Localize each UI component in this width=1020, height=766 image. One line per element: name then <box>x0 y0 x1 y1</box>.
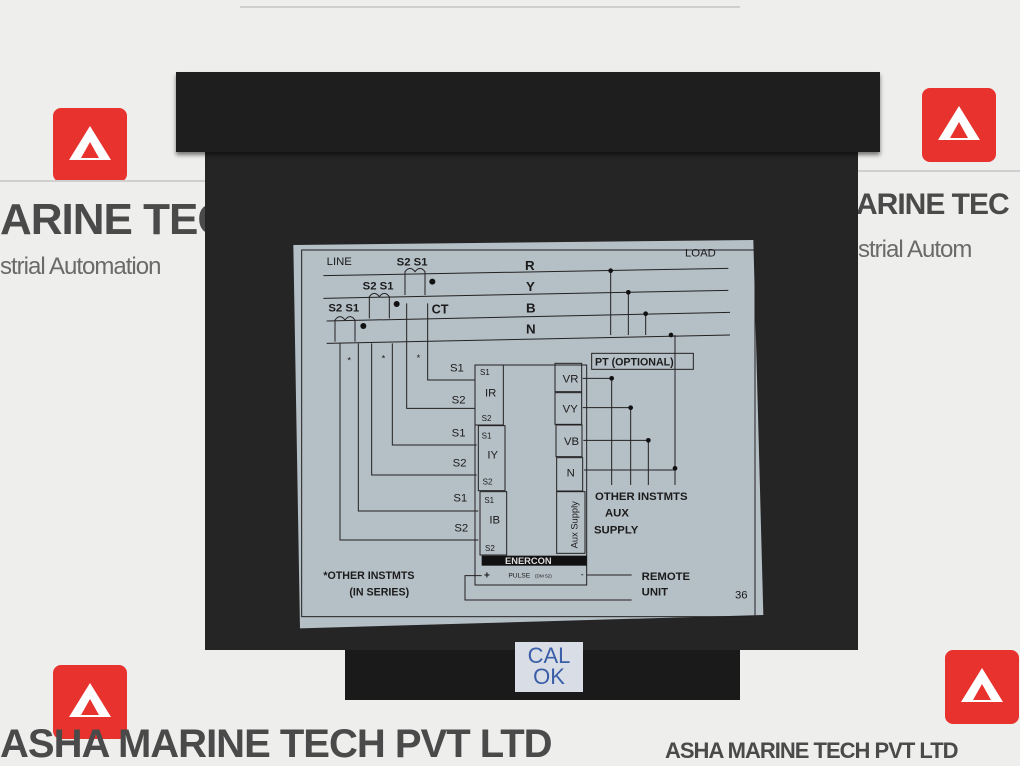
aux-supply-terminal: Aux Supply <box>569 501 579 549</box>
s2-terminal: S2 <box>483 477 493 486</box>
ct-label: CT <box>432 302 449 316</box>
watermark-company: ASHA MARINE TECH PVT LTD <box>665 738 959 763</box>
voltage-r-label: VR <box>563 373 579 385</box>
watermark-tagline: strial Autom <box>858 236 972 263</box>
watermark-rule <box>240 6 740 8</box>
s1-label: S1 <box>450 363 464 375</box>
line-label: LINE <box>327 256 353 268</box>
series-note: *OTHER INSTMTS <box>323 570 414 582</box>
brand-logo <box>53 108 127 182</box>
device-top-cap <box>176 72 880 152</box>
aux-label: AUX <box>605 508 629 520</box>
other-instruments-label: OTHER INSTMTS <box>595 491 688 503</box>
watermark-rule <box>0 180 205 182</box>
neutral-label: N <box>567 468 575 480</box>
watermark-tagline: strial Automation <box>0 253 161 280</box>
s2-label: S2 <box>454 523 468 535</box>
phase-r: R <box>525 258 535 273</box>
s1-label: S1 <box>453 493 467 505</box>
ct-terminals: S2 S1 <box>397 257 428 269</box>
pt-optional-label: PT (OPTIONAL) <box>595 357 674 369</box>
pulse-label: PULSE <box>508 573 530 580</box>
brand-logo <box>53 665 127 739</box>
phase-y: Y <box>526 279 535 294</box>
voltage-y-label: VY <box>563 403 579 415</box>
current-y-label: IY <box>487 449 498 461</box>
s1-terminal: S1 <box>482 431 492 440</box>
series-note: (IN SERIES) <box>349 587 409 599</box>
star-mark: * <box>382 354 386 364</box>
label-number: 36 <box>735 589 748 601</box>
watermark-company: ASHA MARINE TECH PVT LTD <box>0 722 553 766</box>
s2-terminal: S2 <box>482 414 492 423</box>
current-r-label: IR <box>485 388 496 400</box>
s1-terminal: S1 <box>484 496 494 505</box>
pulse-note: (DM 52) <box>535 574 552 579</box>
voltage-b-label: VB <box>564 436 579 448</box>
brand-logo <box>945 650 1019 724</box>
remote-label: REMOTE <box>642 571 691 583</box>
pulse-minus: - <box>581 570 584 580</box>
calibration-sticker: CAL OK <box>515 642 583 692</box>
phase-n: N <box>526 321 536 336</box>
sticker-line-1: CAL <box>527 643 571 668</box>
brand-logo <box>922 88 996 162</box>
s2-terminal: S2 <box>485 544 495 553</box>
label-border <box>301 249 756 618</box>
unit-label: UNIT <box>642 587 669 599</box>
watermark-brand: ARINE TEC <box>856 188 1010 221</box>
watermark-rule <box>858 170 1020 172</box>
s1-label: S1 <box>452 428 466 440</box>
s2-label: S2 <box>452 394 466 406</box>
wiring-diagram-label: LINE LOAD R Y B N S2 S1 S2 S1 S2 S1 CT *… <box>293 240 764 629</box>
pulse-plus: + <box>484 570 490 581</box>
load-label: LOAD <box>685 248 716 260</box>
ct-terminals: S2 S1 <box>363 280 394 292</box>
star-mark: * <box>417 353 421 363</box>
current-b-label: IB <box>489 514 500 526</box>
phase-b: B <box>526 300 536 315</box>
enercon-brand: ENERCON <box>505 556 552 566</box>
star-mark: * <box>347 355 351 365</box>
supply-label: SUPPLY <box>594 524 639 536</box>
ct-terminals: S2 S1 <box>328 303 359 315</box>
sticker-line-2: OK <box>533 664 565 689</box>
s2-label: S2 <box>453 458 467 470</box>
s1-terminal: S1 <box>480 368 490 377</box>
